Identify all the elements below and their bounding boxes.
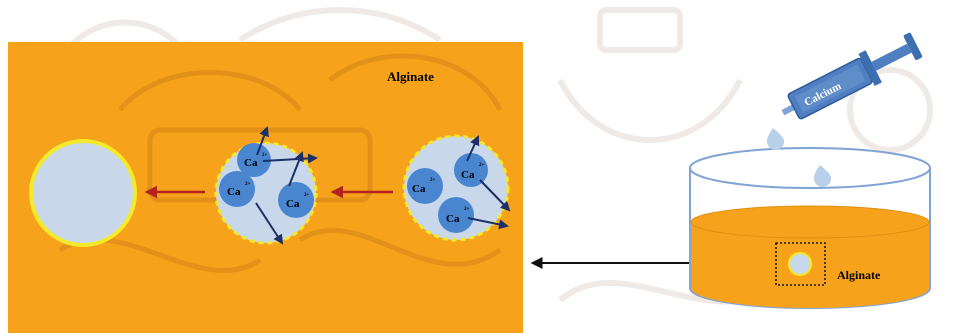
ion-charge: 2+ — [430, 178, 436, 183]
ion-symbol: Ca — [244, 157, 258, 169]
ion-escape-arrow — [479, 179, 511, 212]
ion-symbol: Ca — [412, 183, 426, 195]
middle-bead: Ca 2+ Ca 2+ Ca 2+ — [214, 126, 318, 245]
calcium-ion — [219, 171, 255, 207]
alginate-panel-label: Alginate — [387, 69, 434, 84]
ion-symbol: Ca — [227, 186, 241, 198]
ion-symbol: Ca — [461, 169, 475, 181]
ion-symbol: Ca — [446, 213, 460, 225]
calcium-ion — [454, 153, 488, 187]
calcium-ion — [237, 143, 271, 177]
ion-charge: 2+ — [479, 163, 485, 168]
ion-symbol: Ca — [286, 198, 300, 210]
ion-escape-arrow — [467, 217, 509, 230]
calcium-drop — [813, 165, 832, 187]
ion-charge: 2+ — [245, 182, 251, 187]
calcium-ion — [407, 168, 443, 204]
ion-charge: 2+ — [262, 153, 268, 158]
ion-escape-arrow — [255, 202, 284, 245]
ion-escape-arrow — [288, 151, 304, 187]
right-bead: Ca 2+ Ca 2+ Ca 2+ — [402, 134, 511, 242]
zoom-selection-box — [775, 242, 826, 286]
calcium-ion — [278, 182, 314, 218]
hollow-bead — [29, 139, 137, 247]
ion-escape-arrow — [262, 153, 318, 164]
calcium-drop — [766, 128, 785, 150]
ion-escape-arrow — [256, 126, 269, 156]
petri-dish: Alginate — [689, 147, 931, 309]
ion-charge: 2+ — [304, 193, 310, 198]
dish-bead — [788, 252, 812, 276]
ion-escape-arrow — [466, 135, 480, 162]
calcium-syringe: Calcium — [781, 32, 923, 120]
calcium-ion — [438, 197, 474, 233]
dish-alginate-label: Alginate — [837, 268, 881, 282]
ion-charge: 2+ — [464, 207, 470, 212]
